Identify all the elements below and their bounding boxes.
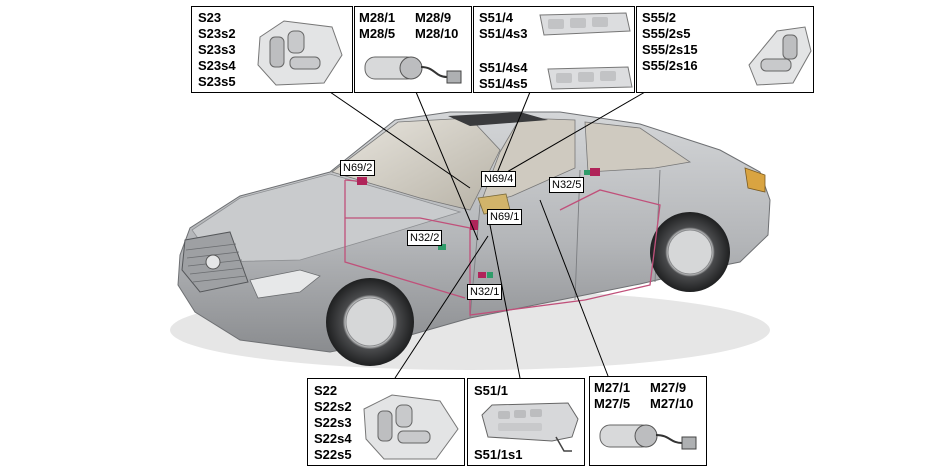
door-control-panel-icon	[481, 402, 579, 452]
motor-box-m28: M28/1 M28/5 M28/9 M28/10	[354, 6, 472, 93]
callout-n69-2: N69/2	[340, 160, 376, 176]
label-s22s3: S22s3	[314, 415, 352, 430]
seat-switch-box-s23: S23 S23s2 S23s3 S23s4 S23s5	[191, 6, 353, 93]
rear-wheel-hub	[667, 229, 713, 275]
label-s23s2: S23s2	[198, 26, 236, 41]
label-s55-2: S55/2	[642, 10, 676, 25]
label-m28-5: M28/5	[359, 26, 396, 41]
label-s51-4s5: S51/4s5	[479, 76, 528, 91]
motor-icon-rear	[599, 424, 697, 450]
label-s22s5: S22s5	[314, 447, 352, 462]
label-s51-1: S51/1	[474, 383, 508, 398]
motor-icon	[364, 56, 462, 84]
label-s55-2s15: S55/2s15	[642, 42, 698, 57]
motor-box-m27: M27/1 M27/5 M27/9 M27/10	[589, 376, 707, 466]
label-m28-10: M28/10	[415, 26, 459, 41]
label-s51-4s3: S51/4s3	[479, 26, 528, 41]
memory-button-icons	[539, 12, 633, 90]
seat-switch-box-s22: S22 S22s2 S22s3 S22s4 S22s5	[307, 378, 465, 466]
seat-switch-panel-icon	[257, 20, 343, 86]
callout-n69-1: N69/1	[487, 209, 523, 225]
front-wheel-hub	[345, 297, 395, 347]
door-switch-box-s51-4: S51/4 S51/4s3 S51/4s4 S51/4s5	[473, 6, 635, 93]
label-s22s2: S22s2	[314, 399, 352, 414]
label-s55-2s5: S55/2s5	[642, 26, 691, 41]
rear-side-window	[584, 121, 692, 173]
label-m28-1: M28/1	[359, 10, 396, 25]
star-emblem-icon	[205, 254, 221, 270]
label-m27-9: M27/9	[650, 380, 687, 395]
label-s22: S22	[314, 383, 338, 398]
seat-switch-panel-icon-right	[748, 26, 812, 86]
label-s55-2s16: S55/2s16	[642, 58, 698, 73]
tail-light	[744, 167, 766, 193]
label-s23s4: S23s4	[198, 58, 236, 73]
label-s23s5: S23s5	[198, 74, 236, 89]
label-s23s3: S23s3	[198, 42, 236, 57]
label-s22s4: S22s4	[314, 431, 352, 446]
label-s23: S23	[198, 10, 222, 25]
callout-n32-5: N32/5	[549, 177, 585, 193]
seat-switch-box-s55-2: S55/2 S55/2s5 S55/2s15 S55/2s16	[636, 6, 814, 93]
hood	[191, 173, 462, 263]
headlight	[249, 269, 321, 299]
label-s51-4s4: S51/4s4	[479, 60, 528, 75]
sunroof	[448, 112, 548, 126]
leader-lines	[329, 91, 646, 379]
car-body	[177, 111, 771, 353]
door-switch-box-s51-1: S51/1 S51/1s1	[467, 378, 585, 466]
label-s51-4: S51/4	[479, 10, 513, 25]
seat-switch-panel-icon-left	[363, 394, 459, 460]
label-m27-5: M27/5	[594, 396, 631, 411]
label-s51-1s1: S51/1s1	[474, 447, 523, 462]
windshield	[331, 117, 501, 211]
callout-n69-4: N69/4	[481, 171, 517, 187]
label-m28-9: M28/9	[415, 10, 452, 25]
label-m27-10: M27/10	[650, 396, 694, 411]
callout-n32-1: N32/1	[467, 284, 503, 300]
label-m27-1: M27/1	[594, 380, 631, 395]
callout-n32-2: N32/2	[407, 230, 443, 246]
